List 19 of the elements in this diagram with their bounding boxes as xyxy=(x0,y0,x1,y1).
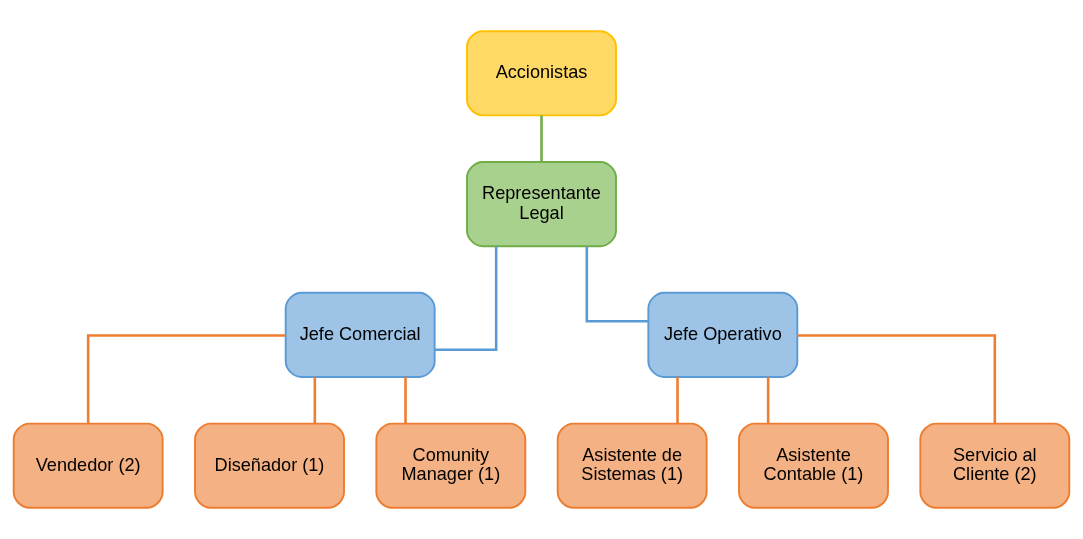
node-box: Accionistas xyxy=(466,30,617,117)
node-box: Diseñador (1) xyxy=(194,422,345,509)
node-box: Comunity Manager (1) xyxy=(375,422,527,509)
connector xyxy=(766,377,770,424)
node-box: Jefe Comercial xyxy=(284,291,436,378)
node-box: Servicio al Cliente (2) xyxy=(919,422,1071,509)
connector xyxy=(404,377,407,424)
node-box: Asistente de Sistemas (1) xyxy=(556,422,708,509)
connector xyxy=(797,334,997,424)
node-box: Asistente Contable (1) xyxy=(738,422,889,509)
node-box: Vendedor (2) xyxy=(12,422,164,509)
connector xyxy=(313,377,317,424)
connector xyxy=(86,334,286,424)
connector xyxy=(676,377,679,424)
node-box: Jefe Operativo xyxy=(647,291,799,378)
node-box: Representante Legal xyxy=(466,161,617,248)
connector xyxy=(434,246,498,352)
connector xyxy=(540,115,543,162)
connector xyxy=(585,246,649,323)
